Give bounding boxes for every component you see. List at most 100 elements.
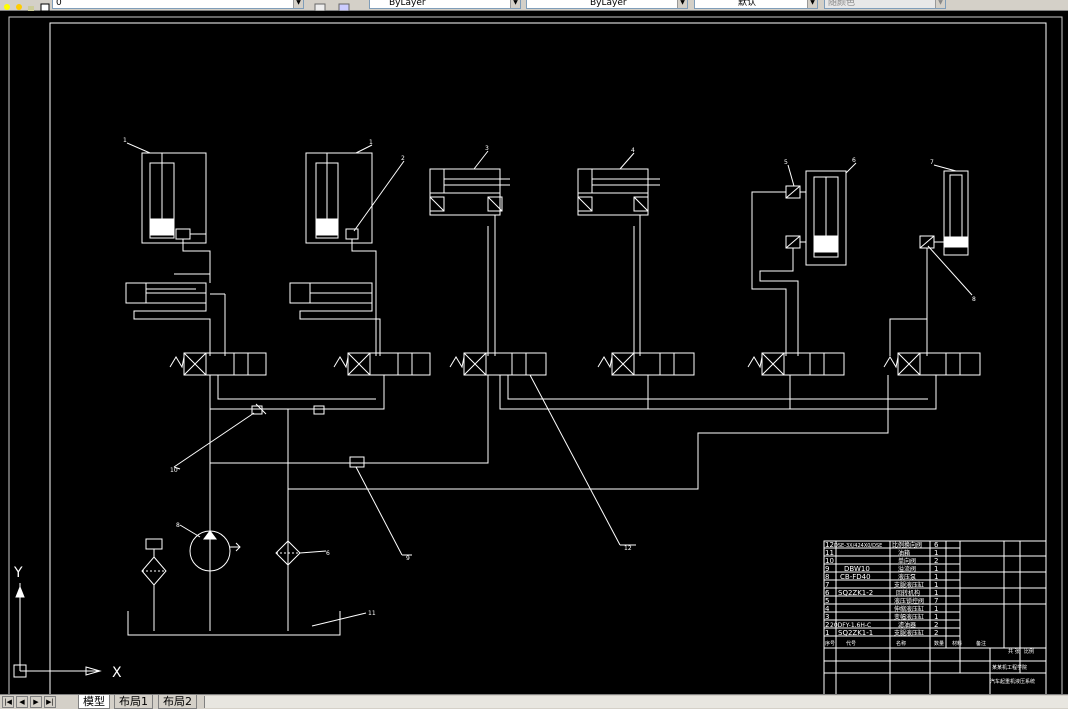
tb-row-4-qty: 1: [934, 605, 938, 613]
balloon-5: 5: [784, 159, 788, 166]
balloon-3: 3: [485, 145, 489, 152]
color-swatch-icon[interactable]: [40, 0, 50, 12]
horizontal-scrollbar[interactable]: [204, 696, 1068, 708]
balloon-11: 11: [368, 610, 376, 617]
linetype-dropdown[interactable]: ByLayer ▼: [526, 0, 688, 9]
tb-row-5-name: 液压锁控阀: [894, 597, 924, 605]
tb-row-12-no: 12: [825, 541, 834, 549]
lightbulb-icon[interactable]: [2, 0, 12, 10]
tb-row-11-no: 11: [825, 549, 834, 557]
balloon-1a: 1: [123, 137, 127, 144]
tb-row-7-qty: 1: [934, 581, 938, 589]
chevron-down-icon[interactable]: ▼: [510, 0, 520, 8]
tb-row-8-name: 液压泵: [898, 573, 916, 581]
tb-row-5-no: 5: [825, 597, 829, 605]
ucs-x-label: X: [112, 665, 122, 681]
title-block: 12 DSE-3X/424X0/DSE 比例换向阀 6 11 油箱 1 10 单…: [825, 541, 1035, 685]
tb-row-1-qty: 2: [934, 629, 938, 637]
tb-row-9-code: DBW10: [844, 565, 870, 573]
balloon-12: 12: [624, 545, 632, 552]
plotstyle-dropdown[interactable]: 随颜色 ▼: [824, 0, 946, 9]
tb-row-1-no: 1: [825, 629, 829, 637]
balloon-7: 7: [930, 159, 934, 166]
tb-row-10-name: 单向阀: [898, 557, 916, 565]
layer-previous-icon[interactable]: [338, 0, 350, 12]
layer-dropdown[interactable]: 0 ▼: [52, 0, 304, 9]
tb-row-2-no: 2: [825, 621, 829, 629]
make-current-layer-icon[interactable]: [314, 0, 326, 12]
first-tab-icon[interactable]: |◀: [2, 696, 14, 708]
tab-layout1[interactable]: 布局1: [114, 695, 153, 709]
tb-header-name: 名称: [896, 640, 906, 647]
balloon-9: 9: [406, 555, 410, 562]
prev-tab-icon[interactable]: ◀: [16, 696, 28, 708]
model-space-canvas[interactable]: 1 1 2 3 4 5 6 7 8 9 10 11 12 6 8 12 DSE-…: [0, 11, 1068, 694]
tb-row-8-no: 8: [825, 573, 829, 581]
balloon-8: 8: [972, 296, 976, 303]
balloon-1b: 1: [369, 139, 373, 146]
tb-row-8-qty: 1: [934, 573, 938, 581]
balloon-10: 10: [170, 467, 178, 474]
lineweight-dropdown[interactable]: 默认 ▼: [694, 0, 818, 9]
tb-row-9-name: 溢流阀: [898, 565, 916, 573]
last-tab-icon[interactable]: ▶|: [44, 696, 56, 708]
tb-row-10-no: 10: [825, 557, 834, 565]
chevron-down-icon[interactable]: ▼: [807, 0, 817, 8]
tb-row-2-qty: 2: [934, 621, 938, 629]
color-dropdown[interactable]: ByLayer ▼: [369, 0, 521, 9]
tb-row-6-name: 回转机构: [896, 589, 920, 597]
tb-row-1-code: SQ2ZK1-1: [838, 629, 873, 637]
linetype-value: ByLayer: [590, 0, 627, 8]
color-value: ByLayer: [389, 0, 426, 8]
tb-row-4-name: 伸缩液压缸: [894, 605, 924, 613]
tb-row-9-qty: 1: [934, 565, 938, 573]
tb-school: 某某机工程学院: [992, 664, 1027, 671]
balloon-8b: 8: [176, 522, 180, 529]
lock-icon[interactable]: [26, 0, 36, 11]
tb-row-6-qty: 1: [934, 589, 938, 597]
tb-drawing-title: 汽车起重机液压系统: [990, 678, 1035, 685]
tb-row-12-code: DSE-3X/424X0/DSE: [834, 543, 882, 549]
tb-row-3-qty: 1: [934, 613, 938, 621]
balloon-6: 6: [852, 157, 856, 164]
layer-value: 0: [56, 0, 62, 8]
tb-scale: 比例: [1024, 648, 1034, 655]
balloon-2: 2: [401, 155, 405, 162]
tb-row-12-qty: 6: [934, 541, 939, 549]
sun-icon[interactable]: [14, 0, 24, 10]
tb-header-no: 序号: [825, 640, 835, 647]
tb-header-material: 材料: [952, 640, 962, 647]
tb-row-5-qty: 7: [934, 597, 938, 605]
lineweight-value: 默认: [738, 0, 757, 8]
tb-row-8-code: CB-FD40: [840, 573, 871, 581]
tb-header-qty: 数量: [934, 640, 944, 647]
tb-row-3-name: 变幅液压缸: [894, 613, 924, 621]
tab-model[interactable]: 模型: [78, 695, 110, 709]
properties-toolbar: 0 ▼ ByLayer ▼ ByLayer ▼ 默认 ▼ 随颜色 ▼: [0, 0, 1068, 12]
tb-row-3-no: 3: [825, 613, 829, 621]
tb-header-remark: 备注: [976, 640, 986, 647]
tb-row-12-name: 比例换向阀: [892, 541, 922, 549]
tb-row-7-no: 7: [825, 581, 829, 589]
balloon-6b: 6: [326, 550, 330, 557]
layout-tabbar: |◀ ◀ ▶ ▶| 模型 布局1 布局2: [0, 694, 1068, 709]
tb-row-6-code: SQ2ZK1-2: [838, 589, 873, 597]
tb-row-4-no: 4: [825, 605, 830, 613]
tb-sheet: 共 张: [1008, 648, 1020, 655]
balloon-4: 4: [631, 147, 635, 154]
chevron-down-icon[interactable]: ▼: [293, 0, 303, 8]
ucs-y-label: Y: [13, 565, 23, 581]
next-tab-icon[interactable]: ▶: [30, 696, 42, 708]
tb-row-10-qty: 2: [934, 557, 938, 565]
hydraulic-schematic: 1 1 2 3 4 5 6 7 8 9 10 11 12 6 8 12 DSE-…: [8, 16, 1063, 694]
chevron-down-icon[interactable]: ▼: [935, 0, 945, 8]
tab-layout2[interactable]: 布局2: [158, 695, 197, 709]
tb-row-2-code: 20DFY-1.6H-C: [830, 622, 871, 629]
plotstyle-value: 随颜色: [828, 0, 856, 8]
tb-row-2-name: 滤油器: [898, 621, 916, 629]
tb-row-6-no: 6: [825, 589, 830, 597]
tb-row-1-name: 支腿液压缸: [894, 629, 924, 637]
chevron-down-icon[interactable]: ▼: [677, 0, 687, 8]
tb-row-9-no: 9: [825, 565, 829, 573]
tb-row-7-name: 支腿液压缸: [894, 581, 924, 589]
